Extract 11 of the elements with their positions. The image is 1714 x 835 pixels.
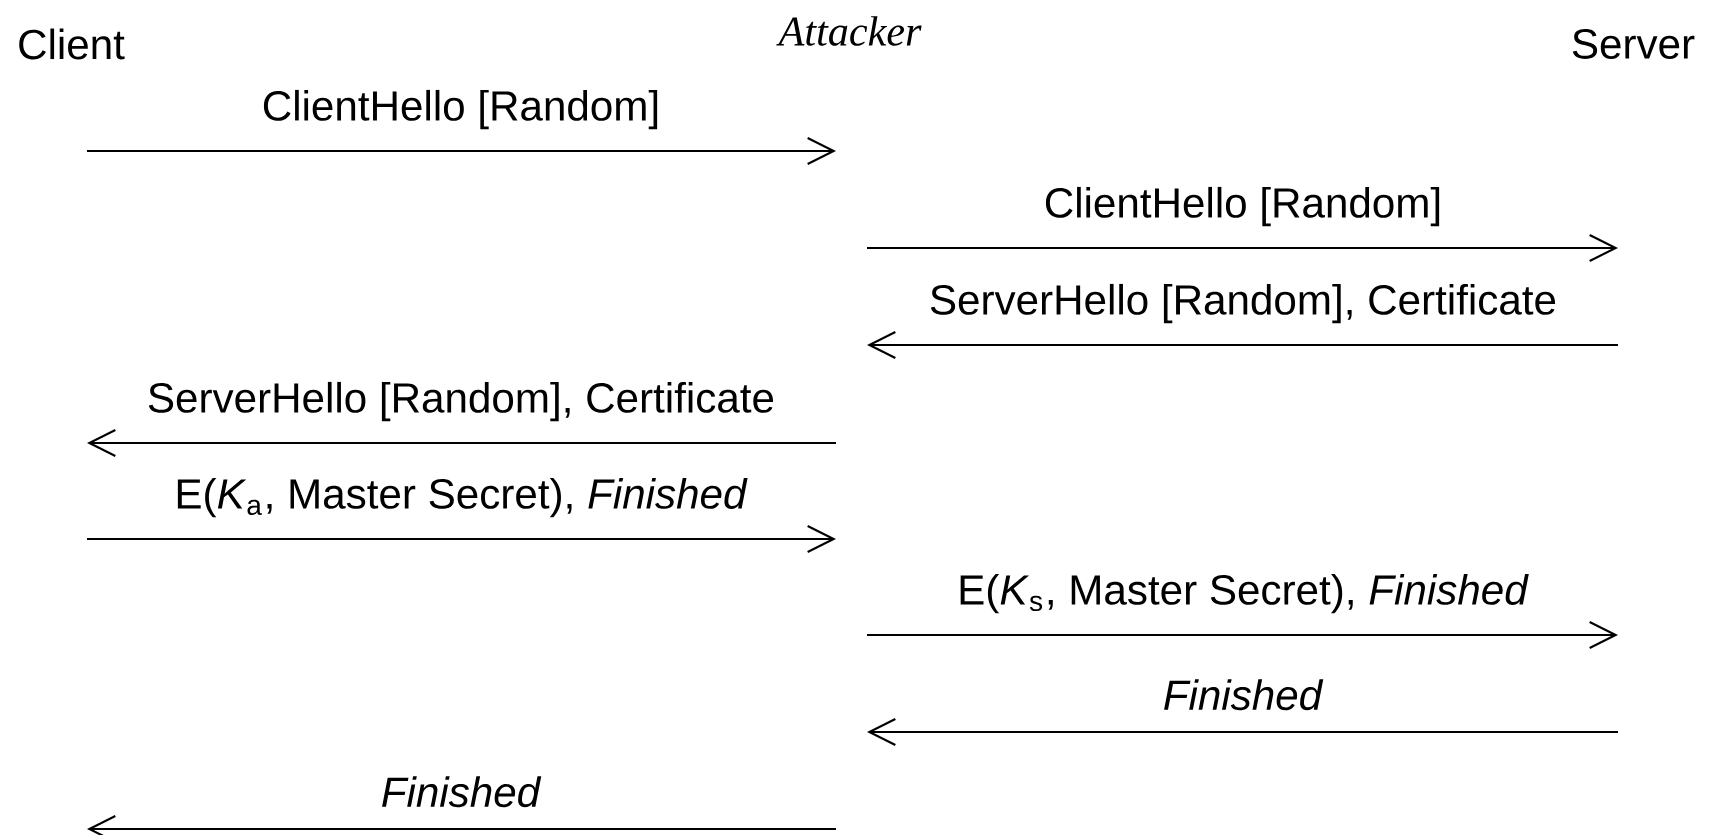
message-label: Finished: [377, 772, 545, 811]
message-label: E(K$_{a}$, Master Secret), Finished: [170, 474, 752, 521]
party-label: Server: [1572, 29, 1695, 59]
message-label: E(K$_{s}$, Master Secret), Finished: [953, 570, 1533, 617]
message-label: ClientHello [Random]: [1040, 183, 1446, 230]
message-label: ServerHello [Random], Certificate: [925, 280, 1561, 327]
party-label: Attacker: [776, 16, 922, 46]
message-label: ServerHello [Random], Certificate: [143, 378, 779, 425]
message-label: ClientHello [Random]: [258, 86, 664, 133]
party-label: Client: [19, 28, 125, 60]
message-label: Finished: [1159, 675, 1327, 714]
